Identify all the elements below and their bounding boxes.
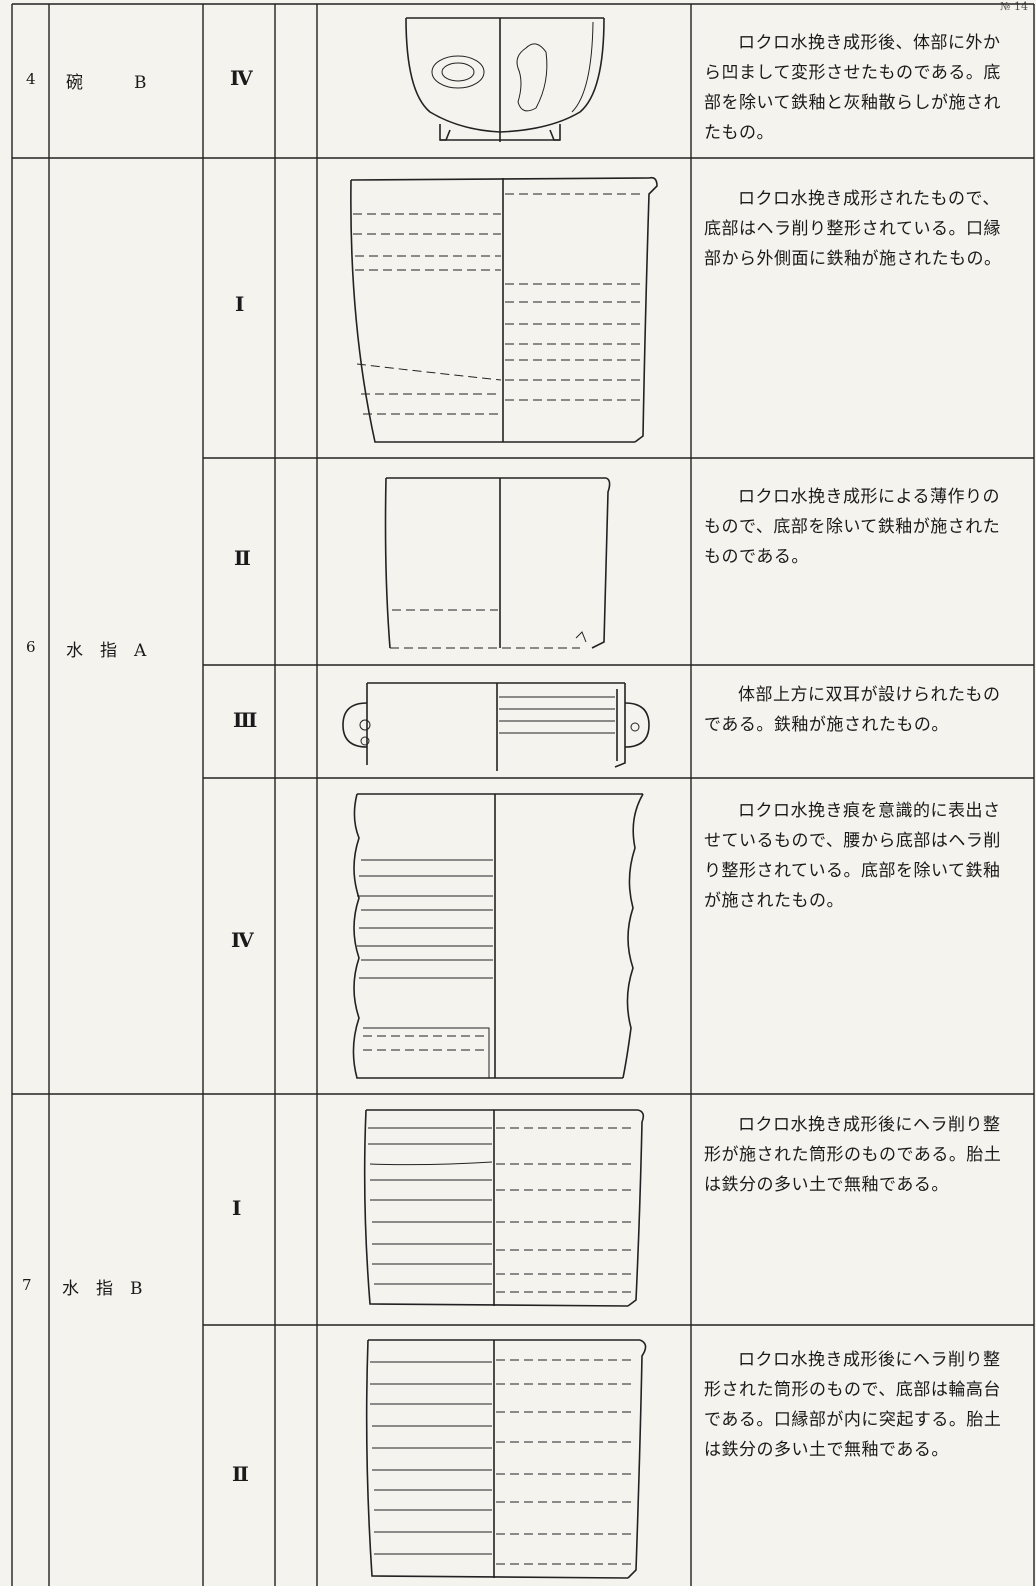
mizusashi-b-ii-figure bbox=[365, 1339, 647, 1579]
description: ロクロ水挽き成形後にヘラ削り整形された筒形のもので、底部は輪高台である。口縁部が… bbox=[704, 1350, 1002, 1460]
type-label: Ⅲ bbox=[233, 708, 257, 732]
description: ロクロ水挽き成形されたもので、底部はヘラ削り整形されている。口縁部から外側面に鉄… bbox=[704, 189, 1002, 269]
type-label: Ⅳ bbox=[230, 66, 253, 90]
type-label: Ⅰ bbox=[232, 1196, 241, 1220]
mizusashi-b-i-figure bbox=[363, 1109, 645, 1307]
row-number: 4 bbox=[26, 70, 36, 88]
row-number: 6 bbox=[26, 638, 36, 656]
item-name: 碗 B bbox=[66, 73, 147, 93]
type-label: Ⅱ bbox=[232, 1462, 249, 1486]
mizusashi-a-iii-figure bbox=[342, 682, 650, 771]
type-label: Ⅰ bbox=[235, 292, 244, 316]
item-name: 水 指 A bbox=[66, 641, 147, 661]
description: 体部上方に双耳が設けられたものである。鉄釉が施されたもの。 bbox=[704, 685, 1001, 735]
item-name: 水 指 B bbox=[62, 1279, 143, 1299]
description: ロクロ水挽き成形後にヘラ削り整形が施された筒形のものである。胎土は鉄分の多い土で… bbox=[704, 1115, 1002, 1195]
type-label: Ⅳ bbox=[231, 928, 254, 952]
mizusashi-a-ii-figure bbox=[384, 477, 611, 649]
bowl-figure bbox=[405, 17, 605, 142]
type-label: Ⅱ bbox=[234, 546, 251, 570]
description: ロクロ水挽き成形後、体部に外から凹まして変形させたものである。底部を除いて鉄釉と… bbox=[704, 33, 1001, 143]
mizusashi-a-i-figure bbox=[350, 176, 658, 443]
row-number: 7 bbox=[22, 1276, 32, 1294]
description: ロクロ水挽き痕を意識的に表出させているもので、腰から底部はヘラ削り整形されている… bbox=[704, 801, 1001, 911]
page-number: № 14 bbox=[1000, 0, 1028, 13]
description: ロクロ水挽き成形による薄作りのもので、底部を除いて鉄釉が施されたものである。 bbox=[704, 487, 1001, 567]
mizusashi-a-iv-figure bbox=[352, 793, 644, 1079]
